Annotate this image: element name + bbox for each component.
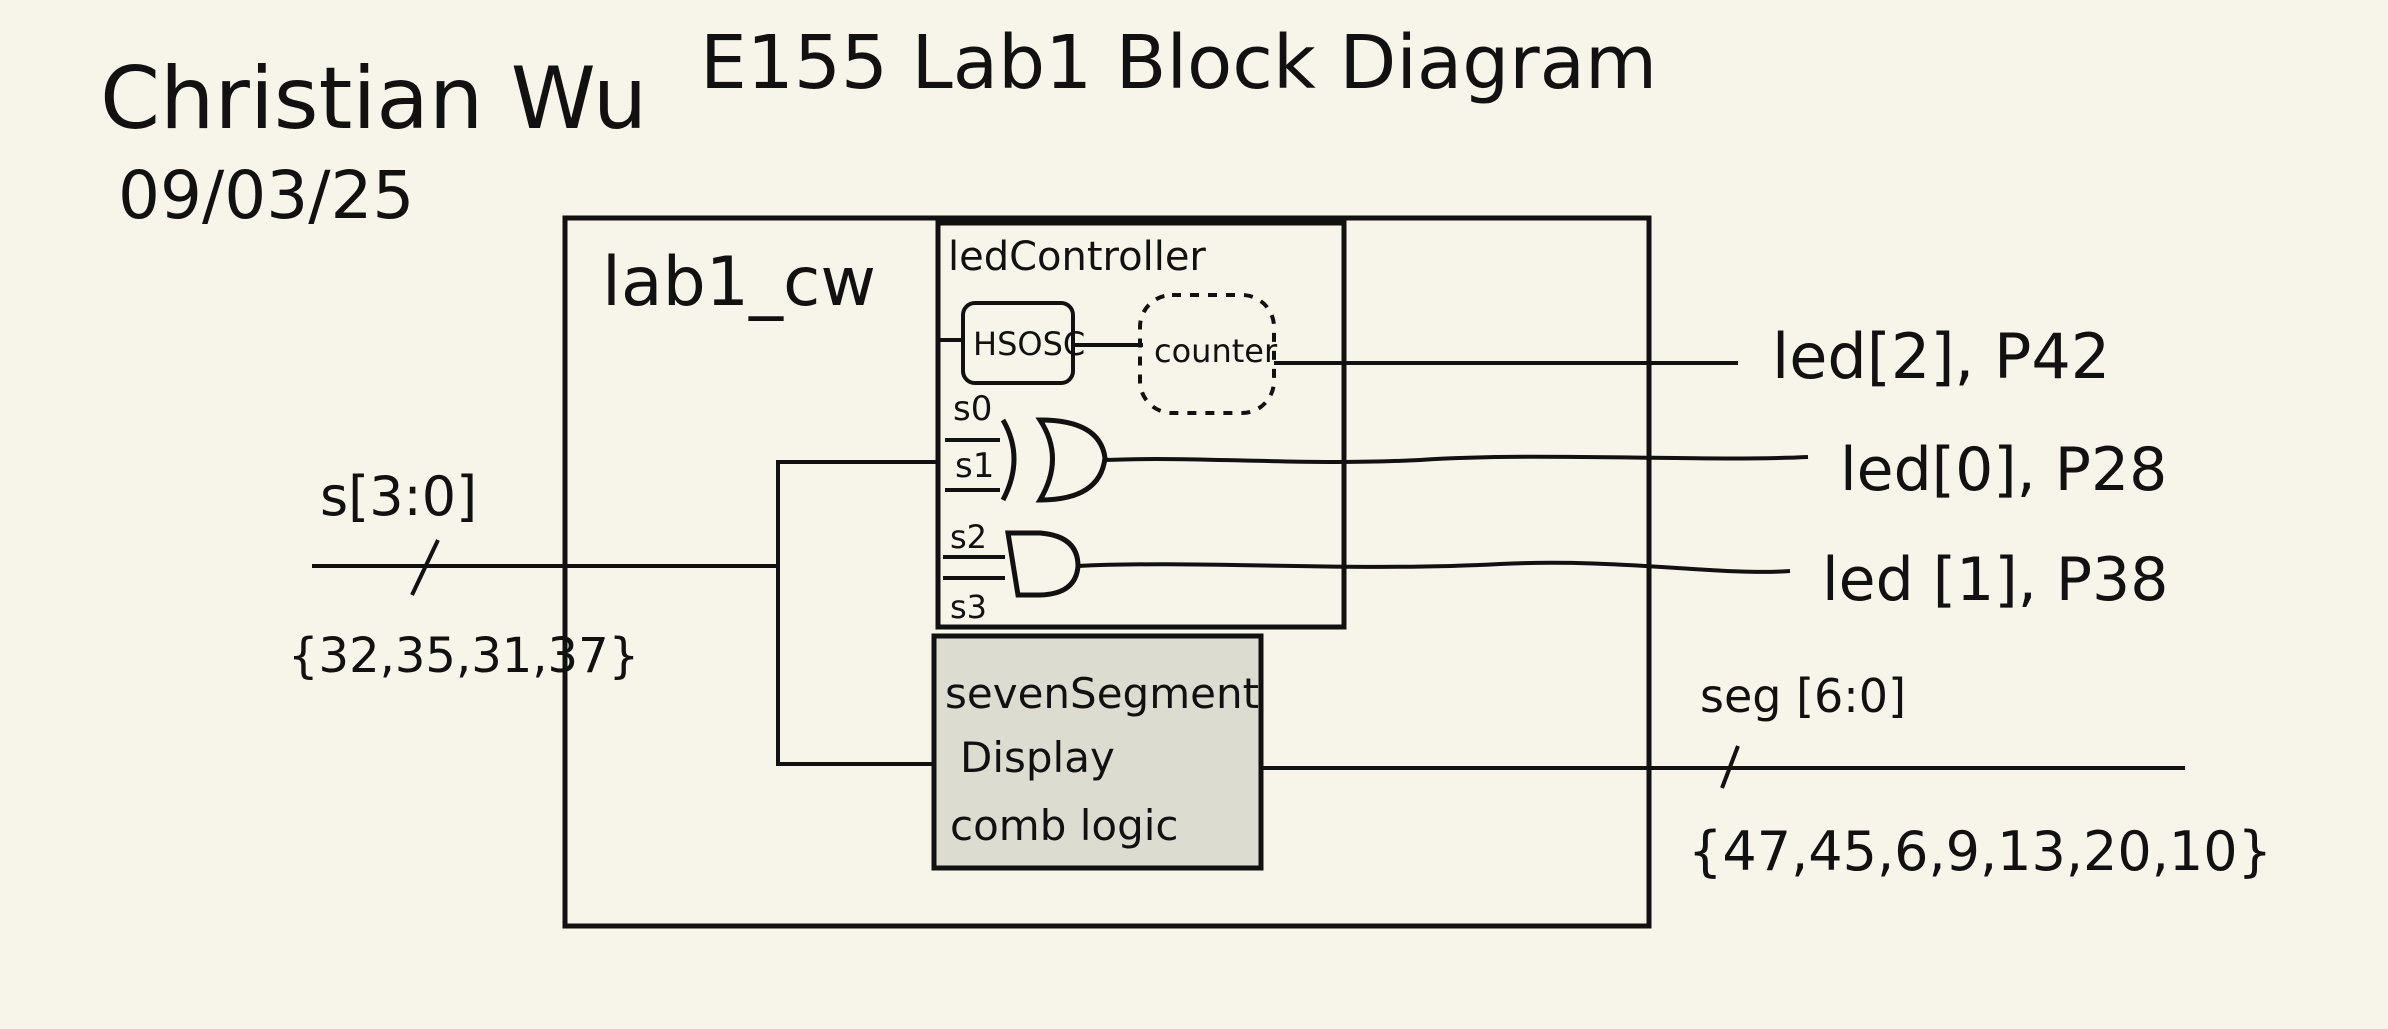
seg-bus-label: seg [6:0]	[1700, 669, 1906, 723]
seven-segment-box	[931, 633, 1264, 871]
switch-bus-label: s[3:0]	[320, 465, 477, 528]
date-label: 09/03/25	[118, 157, 414, 234]
top-module-box	[562, 215, 1652, 929]
switch-bus-slash	[410, 539, 440, 596]
led0-label: led[0], P28	[1840, 435, 2167, 505]
seven-segment-line-3: comb logic	[950, 801, 1179, 850]
counter-block	[1138, 293, 1276, 415]
xor-gate-back-curve	[1000, 418, 1017, 502]
led1-output-wire	[1077, 560, 1791, 574]
author-name: Christian Wu	[100, 49, 647, 149]
top-module-label: lab1_cw	[602, 243, 876, 322]
gate-a-input-0: s0	[953, 389, 992, 429]
led0-output-wire	[1104, 454, 1809, 464]
seg-bus-slash	[1720, 745, 1740, 789]
seven-segment-line-2: Display	[960, 733, 1115, 782]
gate-b-input-1: s3	[950, 588, 987, 626]
counter-label: counter	[1154, 332, 1278, 370]
led1-label: led [1], P38	[1822, 545, 2168, 615]
led-controller-box	[935, 220, 1347, 630]
led2-label: led[2], P42	[1772, 320, 2110, 393]
seg-pins-label: {47,45,6,9,13,20,10}	[1688, 820, 2272, 883]
hsosc-label: HSOSC	[973, 325, 1085, 363]
and-gate-body	[1005, 530, 1081, 598]
seven-segment-line-1: sevenSegment	[945, 669, 1259, 718]
gate-b-input-0: s2	[950, 518, 987, 556]
switch-pins-label: {32,35,31,37}	[288, 628, 639, 684]
xor-gate-body	[1035, 417, 1108, 503]
diagram-title: E155 Lab1 Block Diagram	[700, 20, 1657, 106]
gate-a-input-1: s1	[955, 446, 994, 486]
led-controller-label: ledController	[948, 234, 1206, 280]
